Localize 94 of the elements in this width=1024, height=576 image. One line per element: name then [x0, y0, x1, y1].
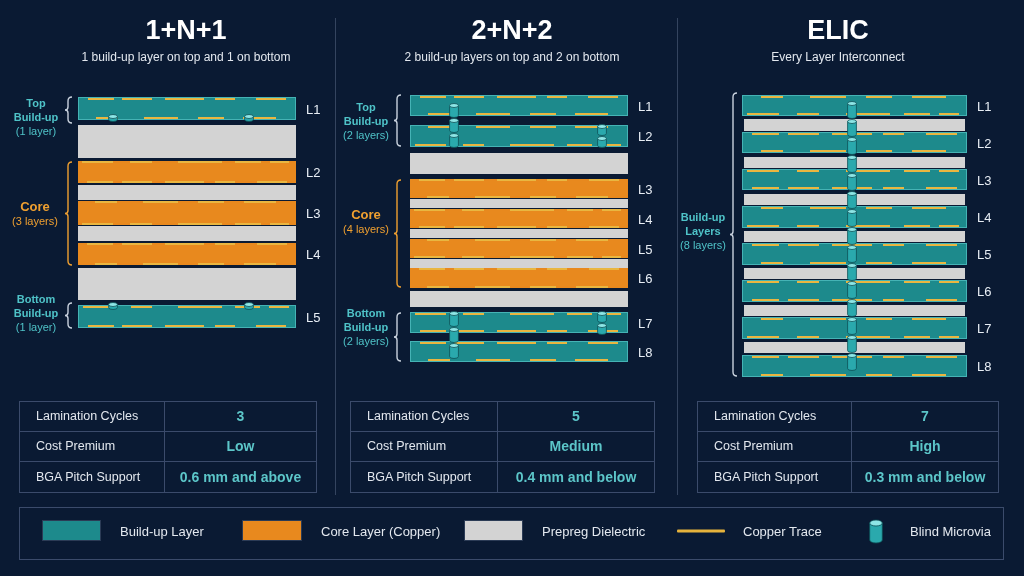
- build-up-layer: [78, 305, 296, 328]
- panel-heading: 2+N+2: [471, 17, 553, 44]
- label-cell: Cost Premium: [20, 432, 165, 462]
- layer-label: L2: [638, 129, 653, 143]
- core-layer: [78, 161, 296, 183]
- build-up-layer: [410, 125, 628, 147]
- layer-label: L1: [306, 102, 321, 115]
- layer-label: L2: [306, 165, 321, 179]
- layer-label: L3: [638, 182, 653, 195]
- brace-label: Core (4 layers): [342, 208, 390, 236]
- core-layer: [410, 268, 628, 288]
- core-layer: [78, 243, 296, 265]
- label-cell: BGA Pitch Support: [351, 462, 498, 492]
- build-up-layer: [742, 206, 967, 228]
- layer-label: L1: [638, 99, 653, 112]
- layer-label: L5: [977, 247, 992, 261]
- build-up-layer: [410, 312, 628, 333]
- label-cell: Cost Premium: [351, 432, 498, 462]
- value-cell: 3: [165, 402, 316, 432]
- layer-label: L7: [977, 321, 992, 335]
- prepreg-layer: [744, 305, 965, 316]
- build-up-layer: [410, 341, 628, 362]
- build-up-layer: [742, 355, 967, 377]
- build-up-layer: [410, 95, 628, 116]
- prepreg-layer: [744, 231, 965, 242]
- layer-label: L3: [306, 206, 321, 220]
- layer-label: L7: [638, 316, 653, 329]
- build-up-layer: [742, 243, 967, 265]
- legend-label: Core Layer (Copper): [321, 524, 441, 538]
- prepreg-layer: [78, 226, 296, 241]
- prepreg-layer: [744, 268, 965, 279]
- panel-heading: 1+N+1: [145, 17, 227, 44]
- prepreg-layer: [78, 125, 296, 158]
- label-cell: Lamination Cycles: [351, 402, 498, 432]
- prepreg-layer: [410, 259, 628, 268]
- core-layer: [410, 239, 628, 258]
- build-up-layer: [742, 280, 967, 302]
- layer-label: L5: [306, 310, 321, 323]
- legend-label: Build-up Layer: [120, 524, 204, 538]
- build-up-layer: [742, 95, 967, 116]
- brace-label: Core (3 layers): [11, 200, 59, 228]
- value-cell: Low: [165, 432, 316, 462]
- panel-subtitle: 1 build-up layer on top and 1 on bottom: [81, 51, 291, 63]
- brace-label: Bottom Build-up (1 layer): [12, 292, 60, 334]
- brace-label: Top Build-up (2 layers): [342, 100, 390, 142]
- legend-label: Blind Microvia: [910, 524, 991, 538]
- layer-label: L5: [638, 242, 653, 255]
- build-up-layer: [742, 317, 967, 339]
- value-cell-text: 0.3 mm and below: [863, 467, 987, 487]
- legend-label: Prepreg Dielectric: [542, 524, 646, 538]
- layer-label: L2: [977, 136, 992, 149]
- label-cell: Cost Premium: [698, 432, 852, 462]
- label-cell: Lamination Cycles: [698, 402, 852, 432]
- brace-label: Bottom Build-up (2 layers): [342, 306, 390, 348]
- brace-label: Top Build-up (1 layer): [12, 96, 60, 138]
- panel-subtitle: 2 build-up layers on top and 2 on bottom: [404, 51, 620, 63]
- layer-label: L6: [977, 284, 992, 298]
- prepreg-layer: [410, 229, 628, 238]
- core-layer: [410, 179, 628, 198]
- prepreg-layer: [744, 157, 965, 168]
- layer-label: L1: [977, 99, 992, 112]
- prepreg-layer: [744, 194, 965, 205]
- value-cell: Medium: [498, 432, 654, 462]
- layer-label: L3: [977, 173, 992, 186]
- legend-label: Copper Trace: [743, 524, 822, 538]
- layer-label: L4: [638, 212, 653, 225]
- build-up-layer: [78, 97, 296, 120]
- value-cell-text: 0.6 mm and above: [178, 467, 303, 487]
- label-cell: BGA Pitch Support: [20, 462, 165, 492]
- prepreg-layer: [410, 199, 628, 208]
- panel-heading: ELIC: [807, 17, 869, 44]
- build-up-layer: [742, 132, 967, 153]
- layer-label: L8: [638, 345, 653, 358]
- layer-label: L4: [977, 210, 992, 224]
- core-layer: [410, 209, 628, 228]
- brace-label: Build-up Layers (8 layers): [679, 210, 727, 252]
- build-up-layer: [742, 169, 967, 190]
- panel-subtitle: Every Layer Interconnect: [771, 51, 905, 63]
- value-cell: High: [852, 432, 998, 462]
- layer-label: L6: [638, 271, 653, 285]
- prepreg-layer: [410, 153, 628, 174]
- prepreg-layer: [78, 185, 296, 200]
- prepreg-layer: [78, 268, 296, 300]
- prepreg-layer: [744, 119, 965, 131]
- value-cell: 5: [498, 402, 654, 432]
- label-cell: BGA Pitch Support: [698, 462, 852, 492]
- value-cell-text: 0.4 mm and below: [514, 467, 638, 487]
- label-cell: Lamination Cycles: [20, 402, 165, 432]
- prepreg-layer: [410, 291, 628, 307]
- core-layer: [78, 201, 296, 225]
- layer-label: L4: [306, 247, 321, 261]
- prepreg-layer: [744, 342, 965, 353]
- value-cell: 7: [852, 402, 998, 432]
- layer-label: L8: [977, 359, 992, 373]
